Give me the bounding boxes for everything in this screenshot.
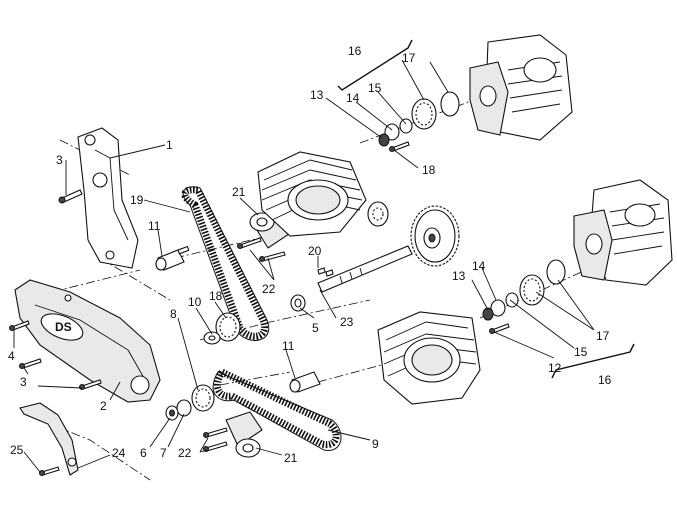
layshaft-with-gear (290, 205, 460, 312)
callout-19: 19 (130, 193, 144, 207)
callout-11-right: 11 (282, 339, 295, 353)
vertical-cylinder (377, 311, 481, 405)
spacer-bush-right (289, 371, 321, 393)
callout-24: 24 (112, 446, 126, 460)
drive-pulley-upper (203, 312, 241, 345)
callout-3-lower: 3 (20, 375, 27, 389)
callout-10: 10 (188, 295, 202, 309)
rear-head-pulley-set (378, 91, 460, 152)
callout-5: 5 (312, 321, 319, 335)
callout-7: 7 (160, 446, 167, 460)
callout-18-top: 18 (422, 163, 436, 177)
auxiliary-pulley (367, 201, 389, 227)
callout-9: 9 (372, 437, 379, 451)
callout-25: 25 (10, 443, 24, 457)
callout-23: 23 (340, 315, 354, 329)
cover-badge: DS (55, 320, 72, 334)
front-cylinder-head (573, 179, 673, 286)
callout-15-top: 15 (368, 81, 382, 95)
tensioner-lower (203, 411, 263, 458)
group-brace-top (337, 39, 413, 91)
callout-3-top: 3 (56, 153, 63, 167)
callout-14-top: 14 (346, 91, 360, 105)
callout-1: 1 (166, 138, 173, 152)
callout-20: 20 (308, 244, 322, 258)
inner-belt-cover (77, 127, 139, 269)
cover-bracket (19, 402, 79, 476)
callout-16-top: 16 (348, 44, 362, 58)
group-brace-right (551, 343, 635, 379)
callout-14-right: 14 (472, 259, 486, 273)
rear-cylinder-head (469, 34, 573, 141)
spacer-bush-left (155, 245, 190, 271)
callout-12: 12 (548, 361, 562, 375)
callout-18-lower: 18 (209, 289, 223, 303)
drive-pulley-lower (165, 384, 215, 421)
callout-22-upper: 22 (262, 282, 276, 296)
outer-belt-cover: DS (14, 279, 161, 403)
callout-2: 2 (100, 399, 107, 413)
front-head-pulley-set (482, 259, 566, 334)
callout-15-right: 15 (574, 345, 588, 359)
callout-16-right: 16 (598, 373, 612, 387)
callout-8: 8 (170, 307, 177, 321)
timing-belt-lower (212, 367, 342, 451)
callout-17-top: 17 (402, 51, 416, 65)
callout-13-top: 13 (310, 88, 324, 102)
callout-11-left: 11 (148, 219, 161, 233)
callout-labels: 1 3 19 11 21 22 20 5 23 10 18 8 11 9 6 7… (8, 44, 612, 465)
callout-6: 6 (140, 446, 147, 460)
callout-4: 4 (8, 349, 15, 363)
cover-screw (58, 189, 83, 204)
callout-17-right: 17 (596, 329, 610, 343)
callout-21-upper: 21 (232, 185, 246, 199)
callout-22-lower: 22 (178, 446, 192, 460)
outer-cover-screws (9, 320, 102, 390)
callout-21-lower: 21 (284, 451, 298, 465)
callout-13-right: 13 (452, 269, 466, 283)
horizontal-cylinder (257, 151, 367, 237)
leader-lines (13, 59, 595, 473)
timing-belt-upper (181, 186, 270, 341)
